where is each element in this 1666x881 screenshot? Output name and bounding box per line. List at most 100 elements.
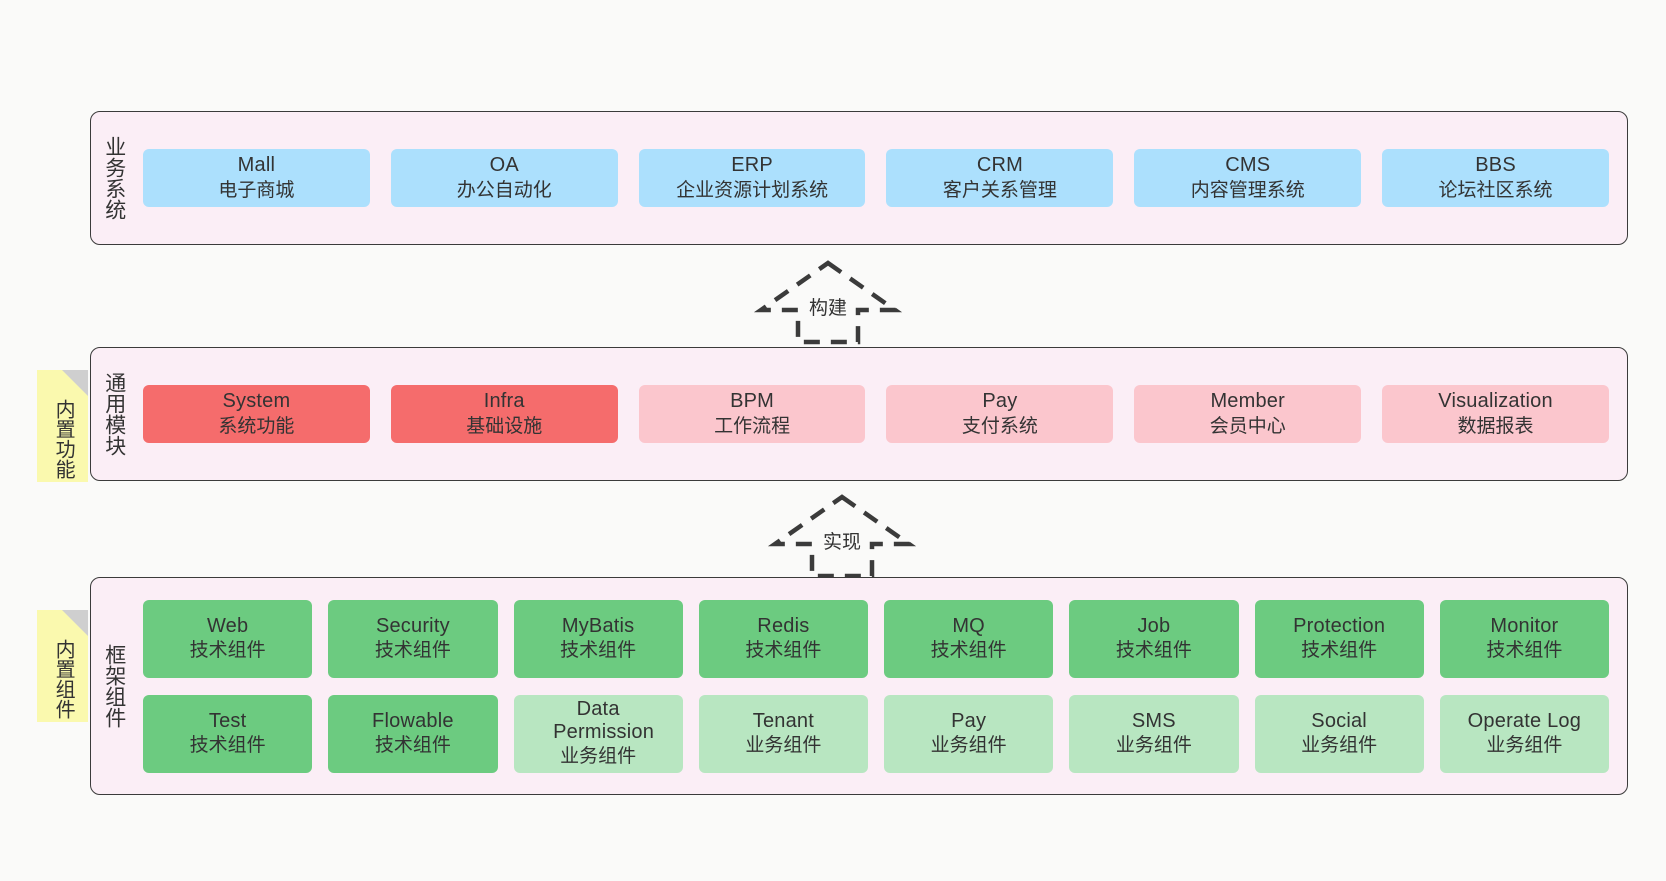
card-data-permission[interactable]: Data Permission 业务组件 — [513, 694, 683, 773]
card-subtitle: 技术组件 — [189, 640, 266, 662]
card-crm[interactable]: CRM 客户关系管理 — [886, 149, 1114, 207]
card-subtitle: 技术组件 — [745, 640, 822, 662]
card-social[interactable]: Social 业务组件 — [1254, 694, 1424, 773]
card-mq[interactable]: MQ 技术组件 — [884, 599, 1054, 678]
card-subtitle: 电子商城 — [218, 179, 295, 201]
card-title: CRM — [976, 154, 1023, 177]
card-subtitle: 技术组件 — [560, 640, 637, 662]
card-title: Pay — [982, 390, 1018, 413]
sticky-note-text: 内置组件 — [52, 639, 75, 719]
card-oa[interactable]: OA 办公自动化 — [390, 149, 618, 207]
card-row: Web 技术组件 Security 技术组件 MyBatis 技术组件 Redi… — [143, 599, 1609, 678]
card-subtitle: 工作流程 — [714, 415, 791, 437]
card-mybatis[interactable]: MyBatis 技术组件 — [513, 599, 683, 678]
card-row: Test 技术组件 Flowable 技术组件 Data Permission … — [143, 694, 1609, 773]
card-subtitle: 业务组件 — [1301, 735, 1378, 757]
card-job[interactable]: Job 技术组件 — [1069, 599, 1239, 678]
card-title: BPM — [730, 390, 775, 413]
card-title: OA — [489, 154, 519, 177]
card-subtitle: 技术组件 — [1301, 640, 1378, 662]
card-title: Job — [1137, 614, 1171, 637]
card-title: Protection — [1293, 614, 1386, 637]
card-subtitle: 企业资源计划系统 — [676, 179, 829, 201]
card-cms[interactable]: CMS 内容管理系统 — [1134, 149, 1362, 207]
layer-body-business-system: Mall 电子商城 OA 办公自动化 ERP 企业资源计划系统 CRM 客户关系… — [137, 112, 1627, 244]
card-subtitle: 技术组件 — [930, 640, 1007, 662]
arrow-build — [753, 260, 903, 345]
card-subtitle: 业务组件 — [1115, 735, 1192, 757]
card-title: Pay — [951, 709, 987, 732]
card-title: Operate Log — [1467, 709, 1582, 732]
card-subtitle: 业务组件 — [745, 735, 822, 757]
card-subtitle: 基础设施 — [466, 415, 543, 437]
card-subtitle: 业务组件 — [1486, 735, 1563, 757]
card-title: Visualization — [1438, 390, 1553, 413]
card-redis[interactable]: Redis 技术组件 — [698, 599, 868, 678]
card-subtitle: 技术组件 — [374, 735, 451, 757]
arrow-build-shape — [753, 260, 903, 345]
card-title: Tenant — [752, 709, 814, 732]
sticky-fold-corner-icon — [62, 370, 88, 396]
layer-common-modules[interactable]: 通用模块 System 系统功能 Infra 基础设施 BPM 工作流程 Pay… — [90, 347, 1628, 481]
sticky-note-text: 内置功能 — [52, 399, 75, 479]
card-title: Social — [1311, 709, 1367, 732]
card-security[interactable]: Security 技术组件 — [328, 599, 498, 678]
layer-business-system[interactable]: 业务系统 Mall 电子商城 OA 办公自动化 ERP 企业资源计划系统 CRM… — [90, 111, 1628, 245]
card-subtitle: 技术组件 — [189, 735, 266, 757]
card-title: ERP — [731, 154, 773, 177]
card-bpm[interactable]: BPM 工作流程 — [638, 385, 866, 443]
card-subtitle: 内容管理系统 — [1190, 179, 1305, 201]
card-title: System — [222, 390, 291, 413]
card-title: Test — [208, 709, 247, 732]
sticky-fold-corner-icon — [62, 610, 88, 636]
sticky-note-builtin-functions: 内置功能 — [37, 370, 88, 482]
card-pay-component[interactable]: Pay 业务组件 — [884, 694, 1054, 773]
card-subtitle: 论坛社区系统 — [1438, 179, 1553, 201]
card-web[interactable]: Web 技术组件 — [143, 599, 313, 678]
sticky-note-builtin-components: 内置组件 — [37, 610, 88, 722]
card-title: Web — [206, 614, 249, 637]
card-subtitle: 办公自动化 — [456, 179, 552, 201]
card-subtitle: 技术组件 — [374, 640, 451, 662]
card-row: System 系统功能 Infra 基础设施 BPM 工作流程 Pay 支付系统… — [143, 385, 1609, 443]
card-sms[interactable]: SMS 业务组件 — [1069, 694, 1239, 773]
card-title: Monitor — [1490, 614, 1559, 637]
card-subtitle: 支付系统 — [961, 415, 1038, 437]
layer-framework-components[interactable]: 框架组件 Web 技术组件 Security 技术组件 MyBatis 技术组件… — [90, 577, 1628, 795]
card-subtitle: 会员中心 — [1209, 415, 1286, 437]
card-flowable[interactable]: Flowable 技术组件 — [328, 694, 498, 773]
card-title: Flowable — [372, 709, 454, 732]
card-title: Security — [375, 614, 450, 637]
card-member[interactable]: Member 会员中心 — [1134, 385, 1362, 443]
card-erp[interactable]: ERP 企业资源计划系统 — [638, 149, 866, 207]
card-infra[interactable]: Infra 基础设施 — [390, 385, 618, 443]
card-protection[interactable]: Protection 技术组件 — [1254, 599, 1424, 678]
card-subtitle: 客户关系管理 — [942, 179, 1057, 201]
card-operate-log[interactable]: Operate Log 业务组件 — [1439, 694, 1609, 773]
layer-body-common-modules: System 系统功能 Infra 基础设施 BPM 工作流程 Pay 支付系统… — [137, 348, 1627, 480]
card-pay-module[interactable]: Pay 支付系统 — [886, 385, 1114, 443]
card-title: Mall — [237, 154, 276, 177]
card-mall[interactable]: Mall 电子商城 — [143, 149, 370, 207]
card-row: Mall 电子商城 OA 办公自动化 ERP 企业资源计划系统 CRM 客户关系… — [143, 149, 1609, 207]
card-visualization[interactable]: Visualization 数据报表 — [1382, 385, 1609, 443]
card-title: SMS — [1131, 709, 1176, 732]
layer-title-common-modules: 通用模块 — [102, 372, 126, 456]
card-bbs[interactable]: BBS 论坛社区系统 — [1382, 149, 1609, 207]
card-tenant[interactable]: Tenant 业务组件 — [698, 694, 868, 773]
layer-title-framework-components: 框架组件 — [102, 644, 126, 728]
card-system[interactable]: System 系统功能 — [143, 385, 370, 443]
card-title: Data Permission — [553, 697, 655, 744]
card-subtitle: 技术组件 — [1115, 640, 1192, 662]
card-subtitle: 数据报表 — [1457, 415, 1534, 437]
card-monitor[interactable]: Monitor 技术组件 — [1439, 599, 1609, 678]
card-test[interactable]: Test 技术组件 — [143, 694, 313, 773]
card-title: Redis — [757, 614, 810, 637]
card-subtitle: 系统功能 — [218, 415, 295, 437]
card-subtitle: 业务组件 — [930, 735, 1007, 757]
arrow-implement — [767, 494, 917, 579]
card-title: MyBatis — [561, 614, 635, 637]
card-title: CMS — [1225, 154, 1271, 177]
card-title: Member — [1210, 390, 1285, 413]
